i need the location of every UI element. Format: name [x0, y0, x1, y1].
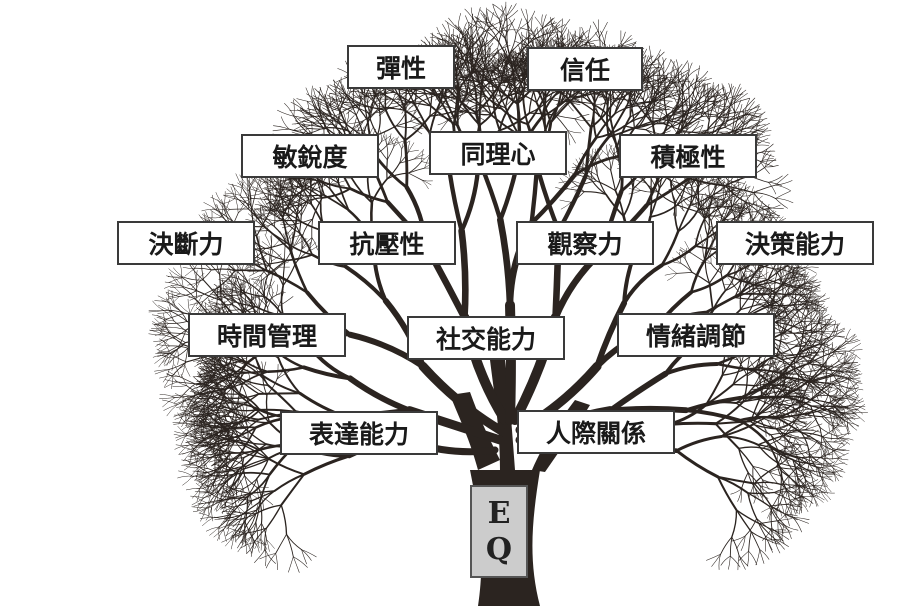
label-resilience: 彈性 [347, 45, 455, 89]
eq-letter-q: Q [485, 531, 513, 567]
label-emotion-regulation: 情緒調節 [617, 313, 775, 357]
label-decision-making: 決策能力 [716, 221, 874, 265]
label-decisiveness: 決斷力 [117, 221, 255, 265]
eq-trunk-label: E Q [470, 485, 528, 578]
label-stress-resistance: 抗壓性 [318, 221, 456, 265]
label-trust: 信任 [527, 47, 643, 91]
label-time-management: 時間管理 [188, 313, 346, 357]
label-social-skills: 社交能力 [407, 316, 565, 360]
label-expression: 表達能力 [280, 411, 438, 455]
label-positivity: 積極性 [619, 134, 757, 178]
eq-letter-e: E [487, 495, 511, 531]
label-sensitivity: 敏銳度 [241, 134, 379, 178]
label-empathy: 同理心 [429, 131, 567, 175]
label-observation: 觀察力 [516, 221, 654, 265]
label-relationships: 人際關係 [517, 410, 675, 454]
